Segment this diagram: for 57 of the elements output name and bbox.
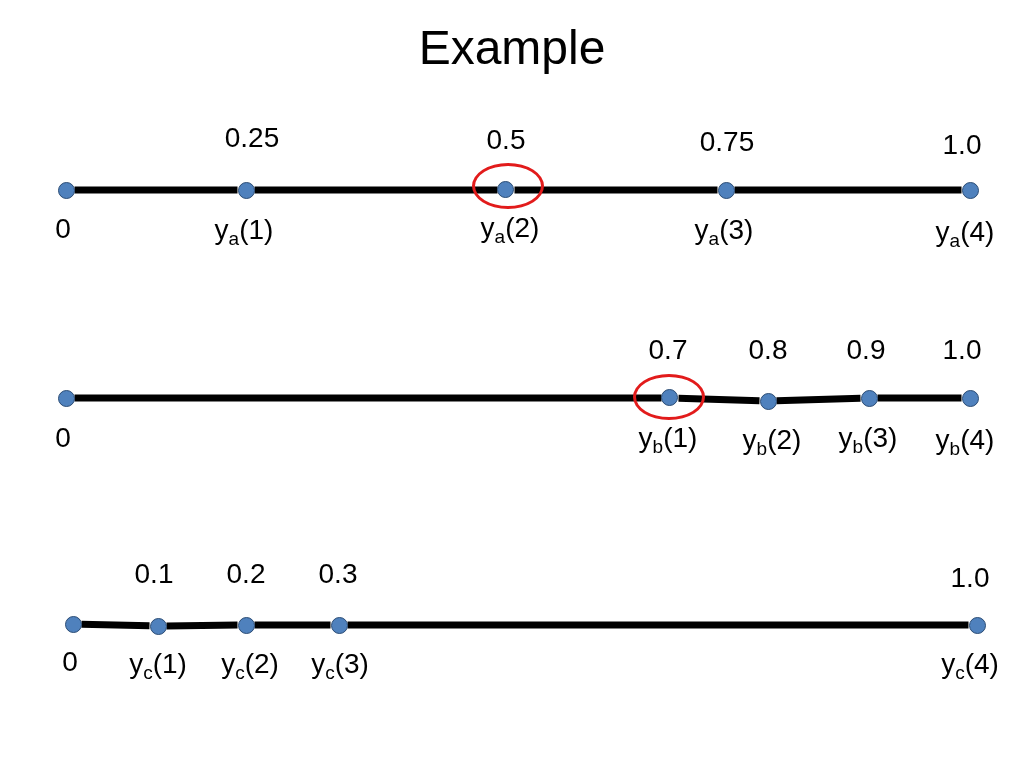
value-label: 0.7 (648, 335, 688, 365)
point-dot (968, 616, 986, 634)
point-label: y$_{c}$(3) (311, 649, 369, 679)
value-label: 0 (62, 647, 78, 677)
value-label: 0.75 (699, 127, 755, 157)
value-label: 0.8 (748, 335, 788, 365)
highlight-ring (472, 163, 544, 209)
point-label: y$_{b}$(4) (935, 425, 995, 455)
number-line-segment (81, 620, 150, 630)
value-label: 1.0 (942, 335, 982, 365)
point-label: y$_{c}$(1) (129, 649, 187, 679)
point-label: y$_{c}$(4) (941, 649, 999, 679)
highlight-ring (633, 374, 705, 420)
point-label: y$_{a}$(2) (480, 213, 540, 243)
point-label: y$_{a}$(1) (214, 215, 274, 245)
number-line-segment (347, 621, 969, 629)
title: Example (418, 21, 606, 75)
number-line-segment (254, 621, 331, 629)
point-dot (64, 615, 82, 633)
number-line-segment (74, 186, 238, 194)
point-dot (717, 181, 735, 199)
point-dot (961, 389, 979, 407)
value-label: 0.9 (846, 335, 886, 365)
value-label: 0 (55, 423, 71, 453)
number-line-segment (776, 394, 861, 405)
point-dot (237, 181, 255, 199)
value-label: 0.5 (486, 125, 526, 155)
point-label: y$_{b}$(3) (838, 423, 898, 453)
value-label: 0.2 (226, 559, 266, 589)
point-dot (661, 389, 678, 406)
number-line-segment (166, 621, 238, 630)
point-dot (57, 181, 75, 199)
point-label: y$_{a}$(4) (935, 217, 995, 247)
point-dot (237, 616, 255, 634)
point-dot (759, 392, 777, 410)
number-line-segment (678, 394, 760, 405)
value-label: 0.25 (224, 123, 280, 153)
point-label: y$_{c}$(2) (221, 649, 279, 679)
point-label: y$_{a}$(3) (694, 215, 754, 245)
number-line-segment (514, 186, 718, 194)
number-line-segment (74, 394, 662, 402)
point-dot (497, 181, 514, 198)
value-label: 0.3 (318, 559, 358, 589)
point-dot (57, 389, 75, 407)
value-label: 1.0 (942, 130, 982, 160)
point-dot (961, 181, 979, 199)
value-label: 1.0 (950, 563, 990, 593)
point-dot (860, 389, 878, 407)
number-line-segment (734, 186, 962, 194)
value-label: 0.1 (134, 559, 174, 589)
number-line-segment (877, 394, 962, 402)
point-label: y$_{b}$(2) (742, 425, 802, 455)
point-dot (149, 617, 167, 635)
point-dot (330, 616, 348, 634)
number-line-segment (254, 186, 498, 194)
value-label: 0 (55, 214, 71, 244)
point-label: y$_{b}$(1) (638, 423, 698, 453)
